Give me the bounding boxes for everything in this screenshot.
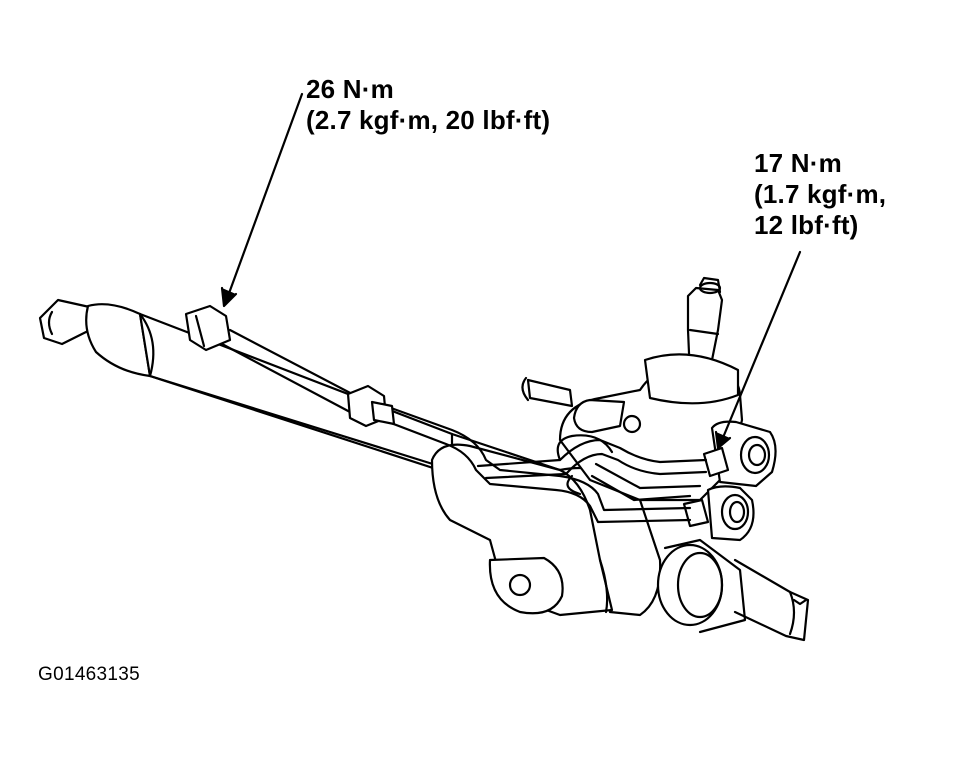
torque-detail-right-line2: 12 lbf·ft) xyxy=(754,210,859,240)
leader-line-right xyxy=(720,250,802,442)
torque-value-right: 17 N·m xyxy=(754,148,842,178)
figure-id: G01463135 xyxy=(38,664,141,685)
arrowhead-left xyxy=(220,286,238,308)
leader-line-left xyxy=(226,92,304,298)
gear-housing xyxy=(430,443,810,642)
valve-body xyxy=(521,276,777,542)
leader-lines xyxy=(220,92,802,450)
arrowhead-right xyxy=(714,430,732,450)
torque-detail-right-line1: (1.7 kgf·m, xyxy=(754,179,887,209)
rack-housing xyxy=(38,298,602,562)
torque-detail-left: (2.7 kgf·m, 20 lbf·ft) xyxy=(306,105,551,135)
torque-value-left: 26 N·m xyxy=(306,74,394,104)
torque-callout-left: 26 N·m (2.7 kgf·m, 20 lbf·ft) xyxy=(306,74,550,136)
hydraulic-lines xyxy=(184,304,708,524)
torque-callout-right: 17 N·m (1.7 kgf·m, 12 lbf·ft) xyxy=(754,148,886,241)
